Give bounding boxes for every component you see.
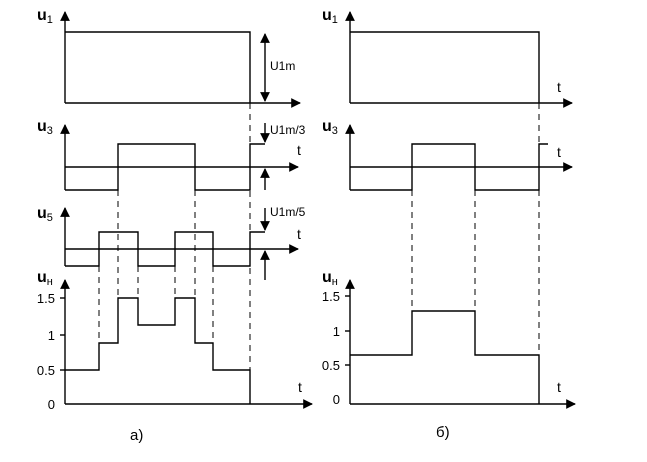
un-a-tick-0: 0 bbox=[48, 397, 55, 412]
panel-a-labels: u1 u3 u5 uн U1m U1m/3 U1m/5 t t t 1.5 1 … bbox=[37, 7, 306, 444]
u1-a-amplitude-label: U1m bbox=[270, 59, 295, 73]
u1-b-waveform bbox=[350, 31, 540, 103]
panel-b-caption: б) bbox=[436, 424, 450, 441]
un-b-tick-0: 0 bbox=[333, 392, 340, 407]
un-a-tick-0-5: 0.5 bbox=[37, 363, 55, 378]
un-a-label: uн bbox=[37, 269, 53, 288]
un-b-tick-1-5: 1.5 bbox=[322, 289, 340, 304]
u3-a-t-label: t bbox=[297, 142, 301, 158]
panel-a-guides bbox=[98, 103, 251, 404]
un-a-tick-1: 1 bbox=[48, 328, 55, 343]
u3-a-label: u3 bbox=[37, 118, 53, 137]
panel-b-labels: u1 u3 uн t t t 1.5 1 0.5 0 б) bbox=[322, 7, 561, 441]
u1-b-t-label: t bbox=[557, 79, 561, 95]
un-a-tick-1-5: 1.5 bbox=[37, 291, 55, 306]
un-a-waveform bbox=[65, 297, 251, 404]
un-b-tick-0-5: 0.5 bbox=[322, 358, 340, 373]
u3-a-amplitude-label: U1m/3 bbox=[270, 123, 306, 137]
u3-b-waveform bbox=[350, 143, 548, 191]
u5-a-amplitude-label: U1m/5 bbox=[270, 205, 306, 219]
panel-a bbox=[60, 11, 313, 409]
u1-a-label: u1 bbox=[37, 7, 53, 26]
panel-b bbox=[345, 11, 576, 409]
u3-b-t-label: t bbox=[557, 144, 561, 160]
u1-a-waveform bbox=[65, 31, 251, 103]
u3-b-label: u3 bbox=[322, 118, 338, 137]
un-a-t-label: t bbox=[298, 379, 302, 395]
un-b-waveform bbox=[350, 310, 540, 404]
un-b-label: uн bbox=[322, 269, 338, 288]
u1-b-label: u1 bbox=[322, 7, 338, 26]
un-b-tick-1: 1 bbox=[333, 324, 340, 339]
panel-b-guides bbox=[411, 103, 540, 355]
panel-a-caption: а) bbox=[130, 427, 143, 444]
un-a-tick-marks bbox=[60, 297, 65, 371]
un-b-tick-marks bbox=[345, 295, 350, 366]
u5-a-t-label: t bbox=[297, 226, 301, 242]
u5-a-label: u5 bbox=[37, 205, 53, 224]
un-b-t-label: t bbox=[557, 379, 561, 395]
